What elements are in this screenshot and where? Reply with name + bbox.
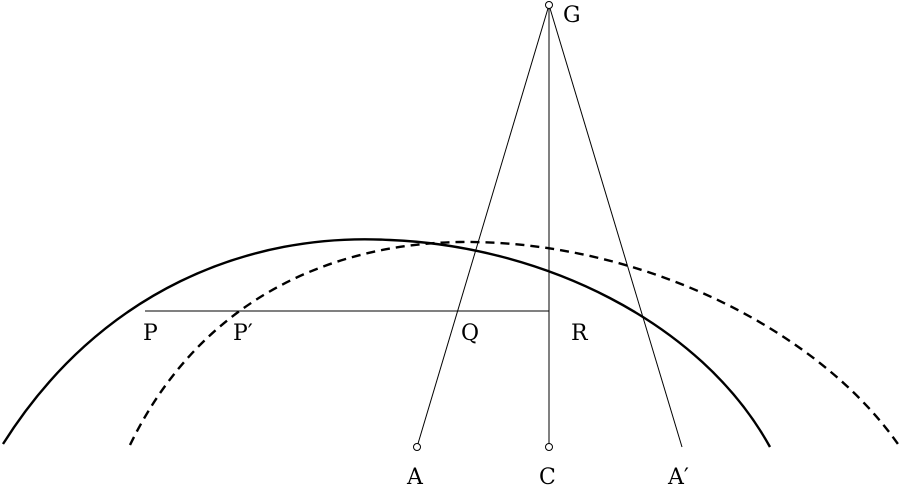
- solid-arc: [1, 238, 772, 448]
- label-c: C: [539, 465, 556, 488]
- label-a: A: [406, 465, 424, 488]
- point-a: [413, 443, 421, 451]
- label-q: Q: [461, 321, 479, 346]
- label-g: G: [563, 3, 581, 28]
- label-a-prime: A′: [667, 465, 689, 488]
- line-g-a-prime: [548, 4, 683, 448]
- dashed-arc: [128, 240, 901, 448]
- line-g-a: [416, 4, 550, 448]
- label-p-prime: P′: [233, 321, 253, 346]
- point-c: [545, 443, 553, 451]
- label-r: R: [571, 321, 589, 346]
- point-g: [545, 1, 553, 9]
- label-p: P: [143, 321, 158, 346]
